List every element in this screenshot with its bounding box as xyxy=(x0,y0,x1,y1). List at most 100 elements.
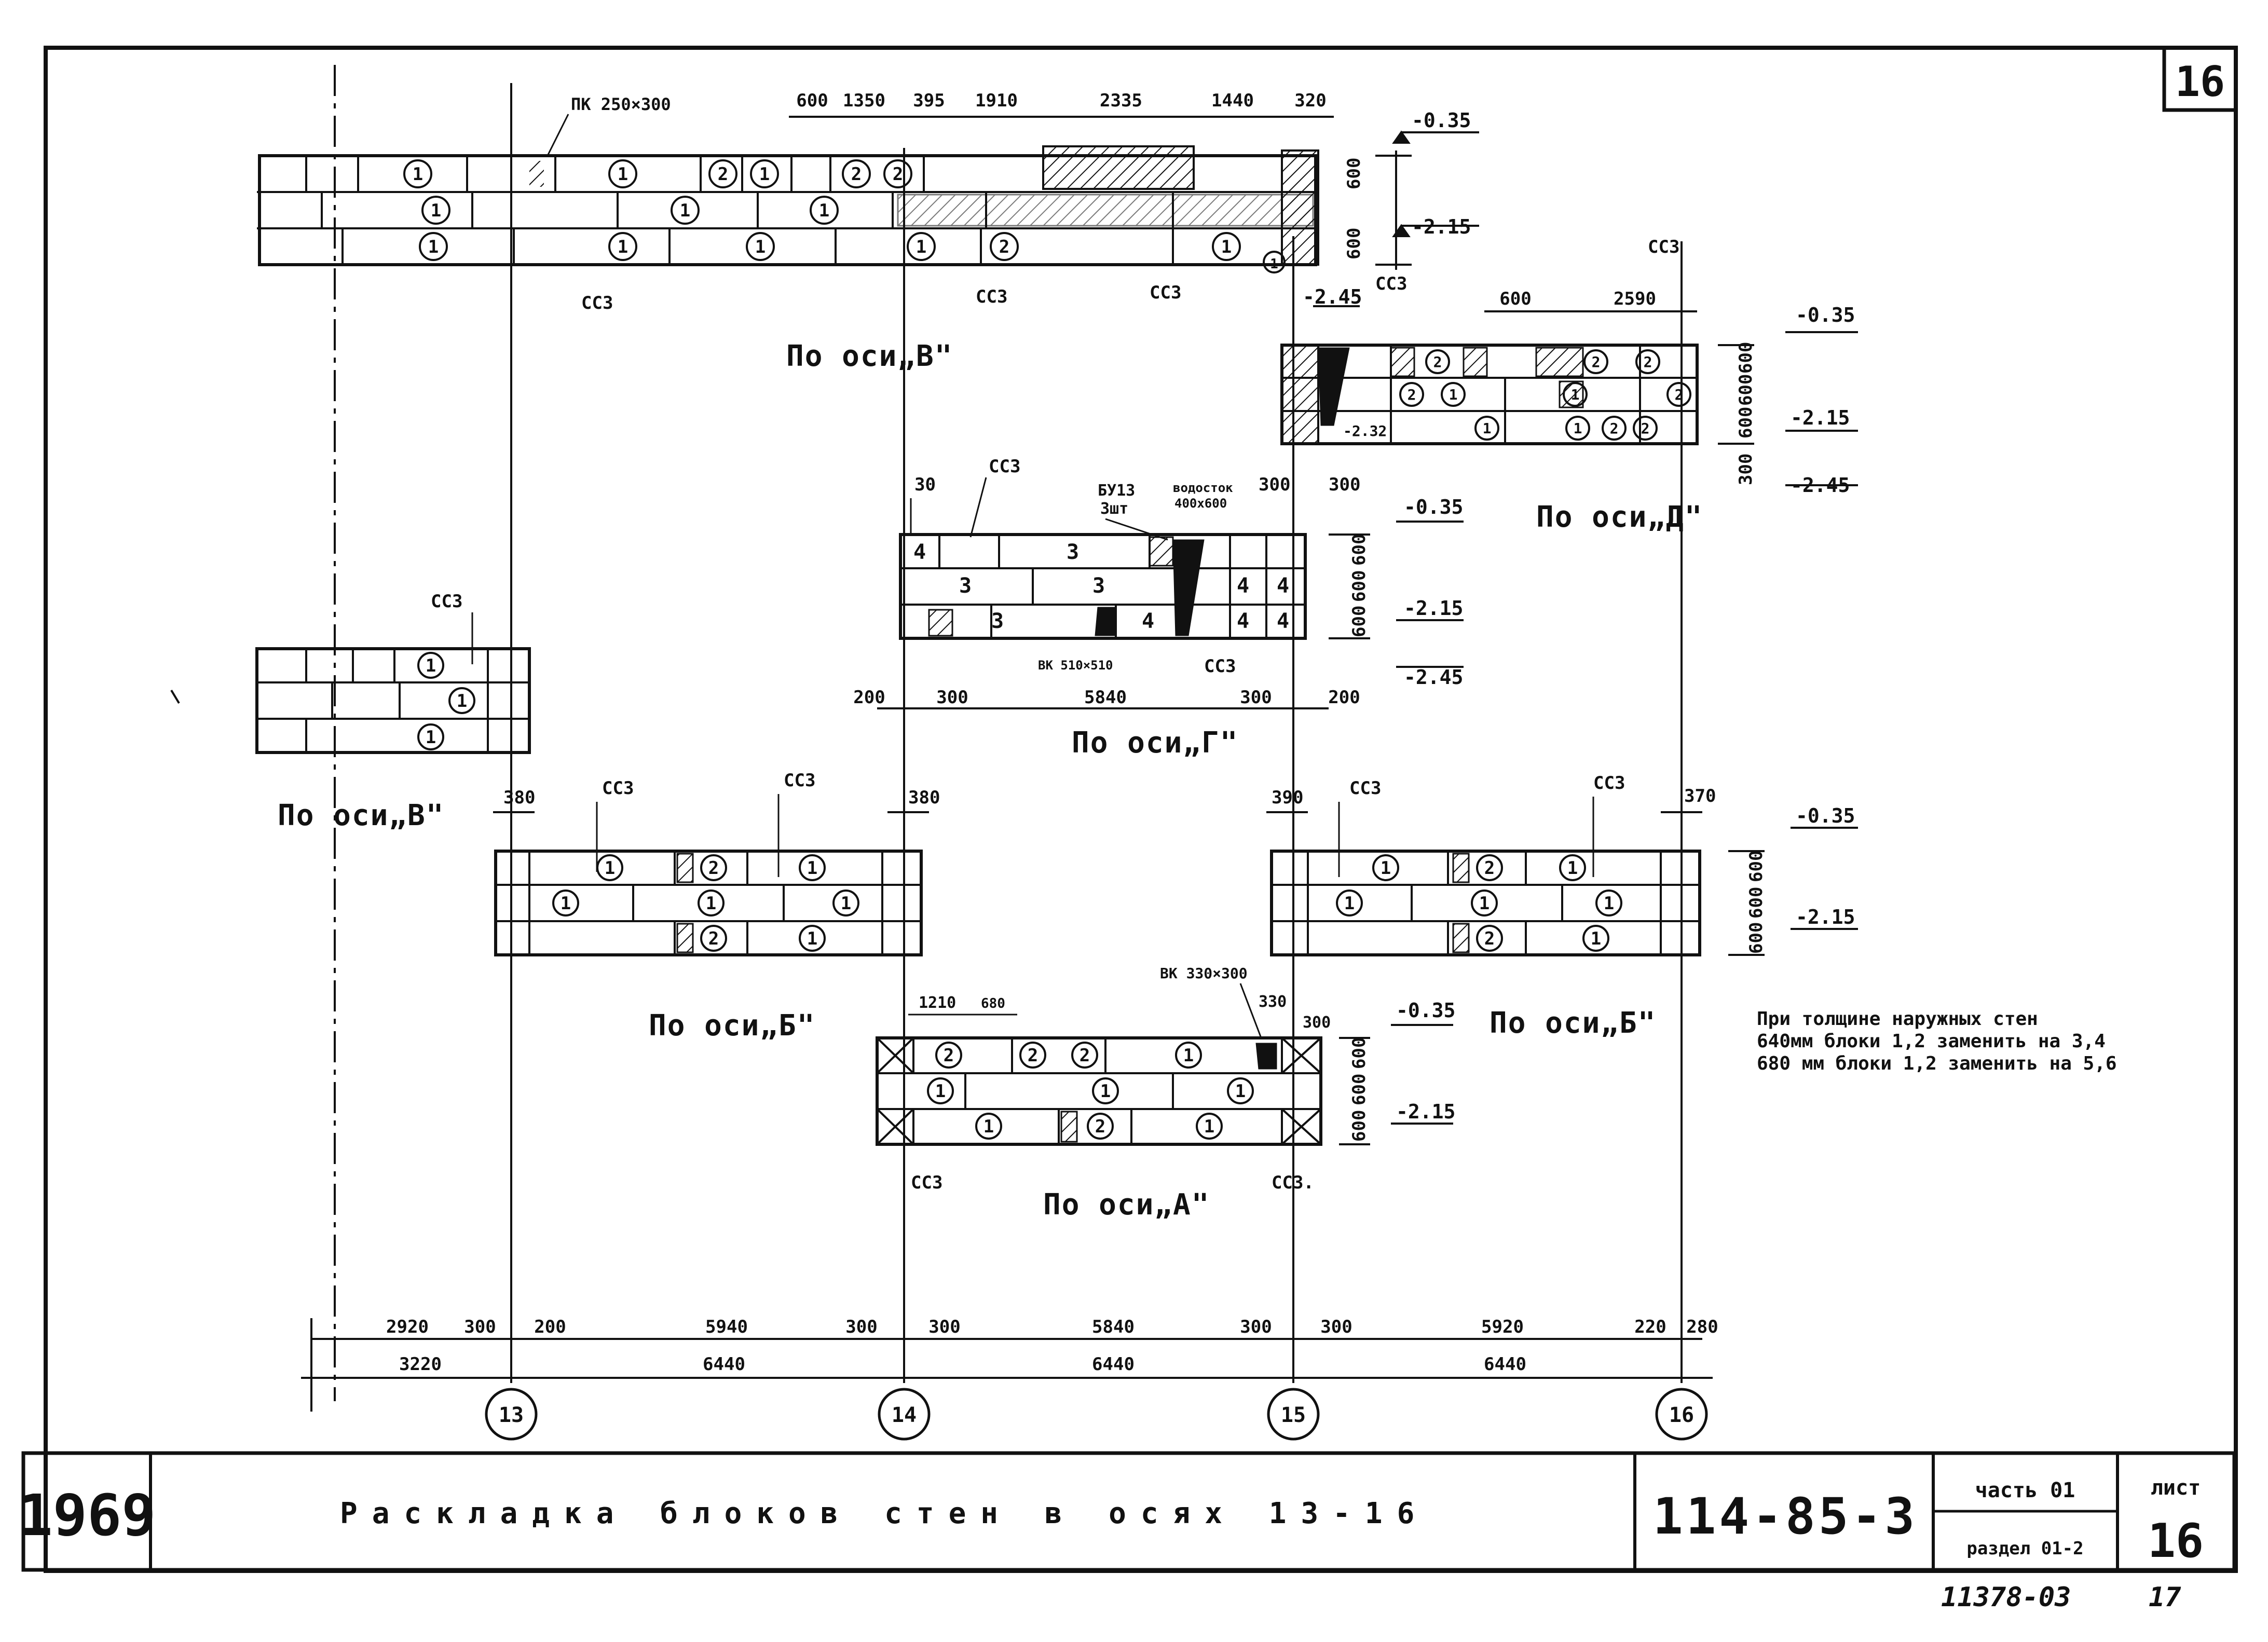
svg-text:2: 2 xyxy=(1080,1045,1090,1066)
wall-a-elevation xyxy=(876,1036,1322,1146)
svg-text:2: 2 xyxy=(893,164,903,185)
svg-text:1: 1 xyxy=(428,237,439,257)
svg-text:1: 1 xyxy=(807,928,817,949)
wall-a-ses-labels: ССЗ ССЗ. xyxy=(911,1172,1314,1193)
svg-text:2: 2 xyxy=(1675,386,1684,403)
bottom-dims-lower: 3220 6440 6440 6440 xyxy=(399,1354,1526,1375)
svg-text:2: 2 xyxy=(851,164,862,185)
bottom-dims-upper: 2920 300 200 5940 300 300 5840 300 300 5… xyxy=(386,1317,1718,1337)
corner-sheet-number: 16 xyxy=(2175,58,2225,106)
top-wall-caption: По оси„В" xyxy=(786,339,953,373)
svg-text:ССЗ: ССЗ xyxy=(1375,273,1407,294)
svg-text:ССЗ: ССЗ xyxy=(1150,282,1181,303)
wall-g-level-top: -0.35 xyxy=(1404,496,1463,518)
wall-g-level-bottom: -2.45 xyxy=(1404,666,1463,689)
svg-text:2: 2 xyxy=(1644,353,1652,371)
svg-text:1: 1 xyxy=(618,237,628,257)
svg-text:2: 2 xyxy=(1610,420,1619,437)
svg-text:13: 13 xyxy=(499,1403,524,1427)
part-label: часть 01 xyxy=(1975,1479,2075,1502)
svg-text:1: 1 xyxy=(819,200,829,221)
wall-d-side-dims: 600 600 600 300 xyxy=(1736,342,1756,485)
svg-text:600: 600 xyxy=(1746,851,1767,882)
svg-text:370: 370 xyxy=(1684,786,1716,806)
wall-v-small-marks xyxy=(417,652,475,750)
wall-a-level-top: -0.35 xyxy=(1396,999,1455,1022)
wall-b-left-caption: По оси„Б" xyxy=(649,1009,815,1043)
wall-d-level-mid: -2.15 xyxy=(1791,406,1850,429)
archive-number: 11378-03 xyxy=(1941,1582,2071,1613)
wall-d-dims: 600 2590 ССЗ ССЗ -2.32 300 300 xyxy=(1259,237,1697,495)
svg-text:ССЗ: ССЗ xyxy=(602,778,634,799)
svg-text:600: 600 xyxy=(1746,922,1767,954)
svg-text:При толщине наружных стен: При толщине наружных стен xyxy=(1757,1008,2038,1030)
svg-text:3: 3 xyxy=(959,574,972,598)
svg-text:ССЗ: ССЗ xyxy=(784,770,815,791)
wall-g-caption: По оси„Г" xyxy=(1072,726,1238,760)
svg-text:600: 600 xyxy=(1349,606,1370,637)
top-wall-side-dim-1: 600 xyxy=(1344,158,1364,189)
svg-text:15: 15 xyxy=(1281,1403,1306,1427)
svg-text:320: 320 xyxy=(1294,90,1326,111)
top-wall-ses-labels: ССЗ ССЗ ССЗ xyxy=(581,282,1181,313)
svg-text:600: 600 xyxy=(1349,570,1370,602)
wall-v-small-ses-label: ССЗ xyxy=(431,591,462,612)
svg-text:1: 1 xyxy=(1591,928,1601,949)
svg-text:1: 1 xyxy=(413,164,423,185)
top-wall-elevation xyxy=(257,145,1319,266)
wall-v-small-mark-labels: 1 1 1 xyxy=(426,655,467,748)
svg-text:300: 300 xyxy=(1240,687,1272,708)
svg-text:1: 1 xyxy=(916,237,926,257)
svg-text:600: 600 xyxy=(1349,534,1370,566)
svg-text:1: 1 xyxy=(457,691,467,711)
section-label: раздел 01-2 xyxy=(1966,1538,2083,1559)
svg-text:16: 16 xyxy=(1669,1403,1694,1427)
svg-text:1: 1 xyxy=(431,200,441,221)
svg-text:1: 1 xyxy=(426,727,436,748)
svg-text:2: 2 xyxy=(944,1045,954,1066)
svg-text:1: 1 xyxy=(1235,1081,1246,1102)
wall-a-levels xyxy=(1339,1024,1453,1145)
svg-text:600: 600 xyxy=(1349,1074,1370,1105)
svg-text:2: 2 xyxy=(1095,1116,1105,1137)
svg-text:1: 1 xyxy=(1479,893,1490,914)
wall-g-side-dims: 600 600 600 xyxy=(1349,534,1370,637)
top-wall-dims: 600 1350 395 1910 2335 1440 320 ПК 250×3… xyxy=(546,90,1334,156)
svg-text:390: 390 xyxy=(1272,787,1303,808)
svg-text:1: 1 xyxy=(680,200,690,221)
svg-text:1: 1 xyxy=(426,655,436,676)
svg-text:1: 1 xyxy=(841,893,851,914)
svg-text:2: 2 xyxy=(1641,420,1650,437)
svg-text:3шт: 3шт xyxy=(1100,500,1128,518)
wall-g-level-mid: -2.15 xyxy=(1404,597,1463,620)
svg-text:395: 395 xyxy=(913,90,945,111)
svg-text:30: 30 xyxy=(914,474,936,495)
svg-text:1: 1 xyxy=(983,1116,994,1137)
svg-text:1: 1 xyxy=(1270,256,1278,272)
svg-text:3: 3 xyxy=(991,609,1004,633)
svg-text:1: 1 xyxy=(1100,1081,1111,1102)
wall-b-right-elevation xyxy=(1270,850,1701,956)
wall-d-block-marks xyxy=(1399,349,1691,441)
svg-text:1440: 1440 xyxy=(1211,90,1254,111)
wall-g-bottom-labels: ВК 510×510 ССЗ xyxy=(1038,656,1236,677)
svg-text:2: 2 xyxy=(708,858,719,879)
wall-b-right-level-top: -0.35 xyxy=(1796,804,1855,827)
svg-text:200: 200 xyxy=(1328,687,1360,708)
svg-text:1: 1 xyxy=(1344,893,1355,914)
svg-text:ВК 330×300: ВК 330×300 xyxy=(1160,965,1248,982)
wall-a-level-mid: -2.15 xyxy=(1396,1100,1455,1123)
svg-text:ССЗ: ССЗ xyxy=(989,456,1020,477)
svg-text:2: 2 xyxy=(718,164,728,185)
wall-b-right-caption: По оси„Б" xyxy=(1490,1006,1656,1040)
wall-g-top-labels: 30 ССЗ БУ13 3шт водосток 400x600 xyxy=(910,456,1233,541)
svg-text:5840: 5840 xyxy=(1084,687,1127,708)
svg-text:1: 1 xyxy=(1381,858,1391,879)
svg-text:14: 14 xyxy=(892,1403,917,1427)
axis-labels: 13 14 15 16 xyxy=(499,1403,1694,1427)
